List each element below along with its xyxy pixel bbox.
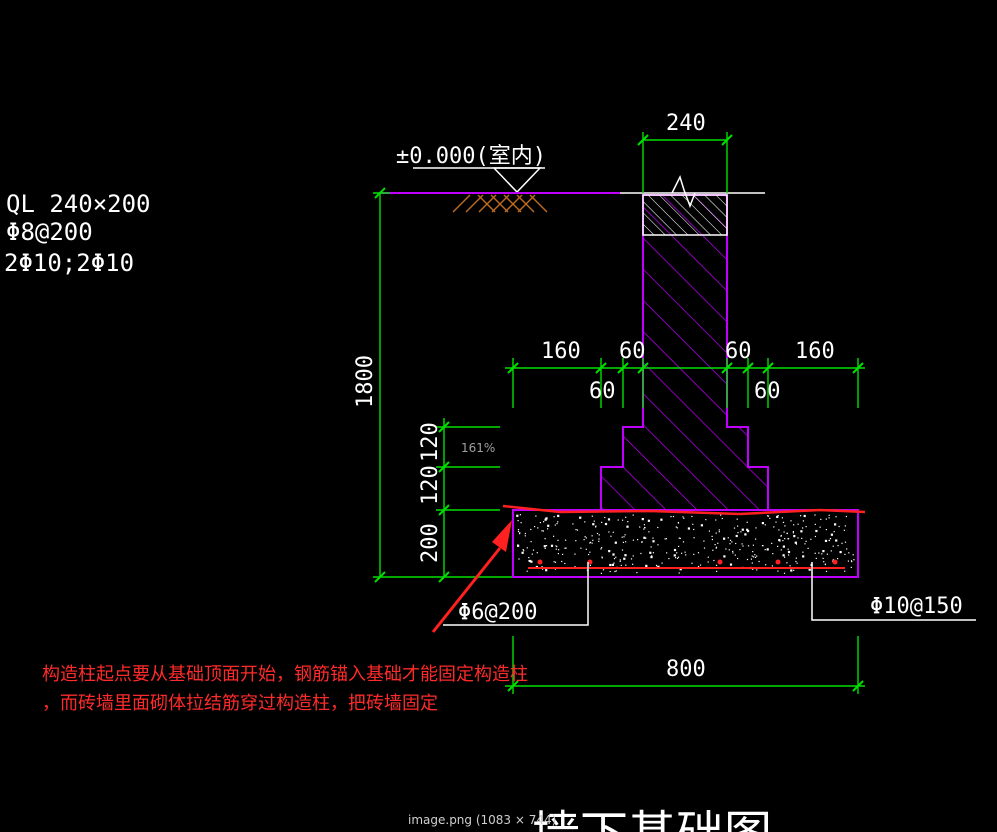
dim-step-right: 160 (795, 339, 835, 364)
concrete-base (502, 504, 866, 578)
dim-height-total: 1800 (353, 355, 378, 408)
dim-step-left: 160 (541, 339, 581, 364)
break-line-icon (671, 174, 696, 209)
dim-offset-right-bottom: 60 (754, 379, 781, 404)
dim-base-h: 200 (418, 523, 443, 563)
dim-base-width: 800 (666, 657, 706, 682)
ground-level-marker: ±0.000(室内) (380, 144, 765, 213)
annotation-line-1: 构造柱起点要从基础顶面开始，钢筋锚入基础才能固定构造柱 (42, 664, 528, 685)
markup-arrow (431, 520, 512, 633)
dim-offset-left-top: 60 (619, 339, 646, 364)
legend-line-1: QL 240×200 (6, 190, 151, 218)
dimension-texts: 240 1800 160 60 60 60 60 160 120 120 200… (353, 111, 835, 682)
dimension-lines (373, 132, 865, 694)
rebar-leaders: Φ6@200 Φ10@150 (443, 562, 976, 626)
dim-step-h2: 120 (418, 465, 443, 505)
level-label: ±0.000(室内) (396, 144, 546, 169)
file-caption: image.png (1083 × 744) (408, 813, 556, 827)
zoom-level-badge: 161% (461, 441, 495, 455)
dimension-ticks (374, 134, 864, 692)
ring-beam-ql (642, 194, 728, 236)
wall-footing-section (600, 174, 769, 511)
dim-offset-right-top: 60 (725, 339, 752, 364)
foundation-top-markup (502, 504, 866, 516)
right-rebar-label: Φ10@150 (870, 594, 963, 619)
dim-step-h1: 120 (418, 422, 443, 462)
drawing-title: 墙下基础图 (532, 806, 772, 832)
left-rebar-leader (443, 562, 589, 626)
legend-line-3: 2Φ10;2Φ10 (4, 249, 134, 277)
level-triangle-icon (492, 167, 542, 194)
dim-wall-width: 240 (666, 111, 706, 136)
concrete-base-outline (512, 509, 859, 578)
legend-line-2: Φ8@200 (6, 218, 93, 246)
right-rebar-leader (811, 562, 976, 621)
legend-block: QL 240×200 Φ8@200 2Φ10;2Φ10 (4, 190, 151, 277)
ground-hatch-icon (452, 194, 548, 213)
annotation-line-2: ，而砖墙里面砌体拉结筋穿过构造柱，把砖墙固定 (42, 693, 438, 714)
dim-offset-left-bottom: 60 (589, 379, 616, 404)
rebar-dots (537, 559, 838, 565)
left-rebar-label: Φ6@200 (458, 600, 537, 625)
